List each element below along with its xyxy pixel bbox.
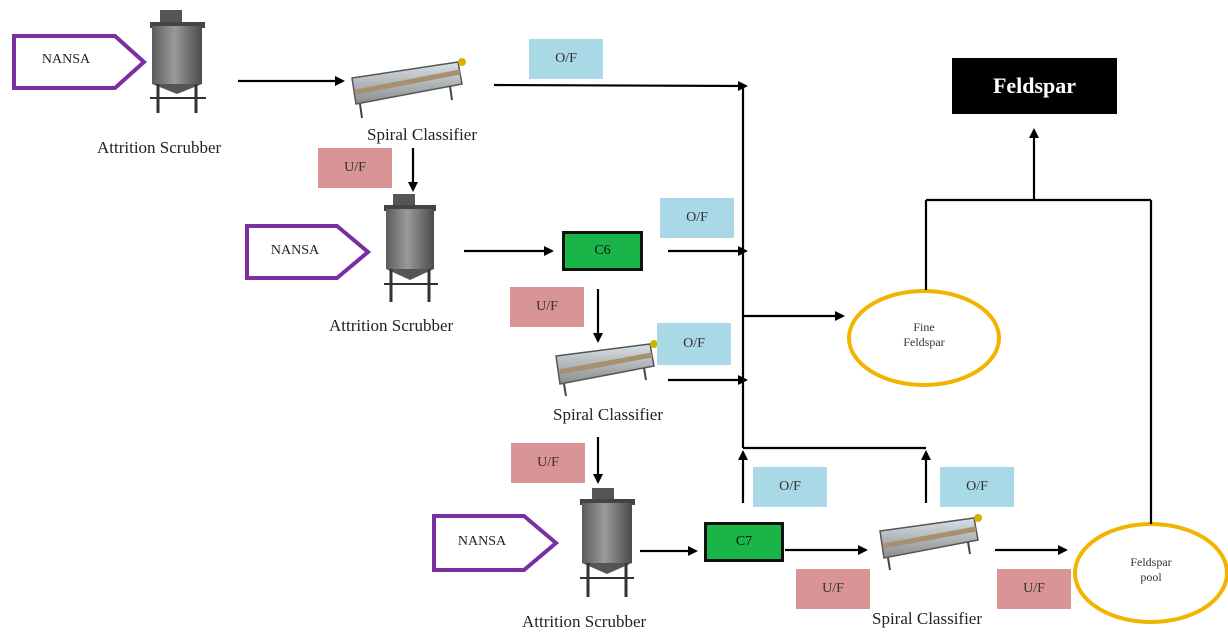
overflow-label-5: O/F	[940, 467, 1014, 507]
overflow-label-2: O/F	[660, 198, 734, 238]
attrition-scrubber-caption-3: Attrition Scrubber	[522, 612, 646, 632]
c6-label: C6	[594, 243, 610, 259]
fine-feldspar-line1: Fine	[870, 320, 978, 335]
attrition-scrubber-caption-2: Attrition Scrubber	[329, 316, 453, 336]
feldspar-product-box: Feldspar	[952, 58, 1117, 114]
underflow-label-2: U/F	[510, 287, 584, 327]
overflow-label-4: O/F	[753, 467, 827, 507]
underflow-label-1: U/F	[318, 148, 392, 188]
attrition-scrubber-icon-1	[150, 10, 206, 113]
fine-feldspar-label: Fine Feldspar	[870, 320, 978, 350]
spiral-classifier-caption-2: Spiral Classifier	[553, 405, 663, 425]
underflow-label-4: U/F	[796, 569, 870, 609]
spiral-classifier-icon-2	[556, 340, 658, 396]
overflow-label-1: O/F	[529, 39, 603, 79]
attrition-scrubber-caption-1: Attrition Scrubber	[97, 138, 221, 158]
spiral-classifier-caption-3: Spiral Classifier	[872, 609, 982, 629]
attrition-scrubber-icon-2	[384, 194, 438, 302]
spiral-classifier-icon-1	[352, 58, 466, 118]
nansa-label-2: NANSA	[254, 243, 336, 259]
overflow-label-3: O/F	[657, 323, 731, 365]
c7-node: C7	[704, 522, 784, 562]
underflow-label-5: U/F	[997, 569, 1071, 609]
c7-label: C7	[736, 534, 752, 550]
spiral-classifier-icon-3	[880, 514, 982, 570]
feldspar-product-label: Feldspar	[993, 73, 1076, 99]
c6-node: C6	[562, 231, 643, 271]
nansa-label-3: NANSA	[441, 534, 523, 550]
feldspar-pool-line1: Feldspar	[1100, 555, 1202, 570]
feldspar-pool-label: Feldspar pool	[1100, 555, 1202, 585]
feldspar-pool-line2: pool	[1100, 570, 1202, 585]
attrition-scrubber-icon-3	[580, 488, 635, 597]
underflow-label-3: U/F	[511, 443, 585, 483]
fine-feldspar-line2: Feldspar	[870, 335, 978, 350]
spiral-classifier-caption-1: Spiral Classifier	[367, 125, 477, 145]
nansa-label-1: NANSA	[20, 52, 112, 68]
